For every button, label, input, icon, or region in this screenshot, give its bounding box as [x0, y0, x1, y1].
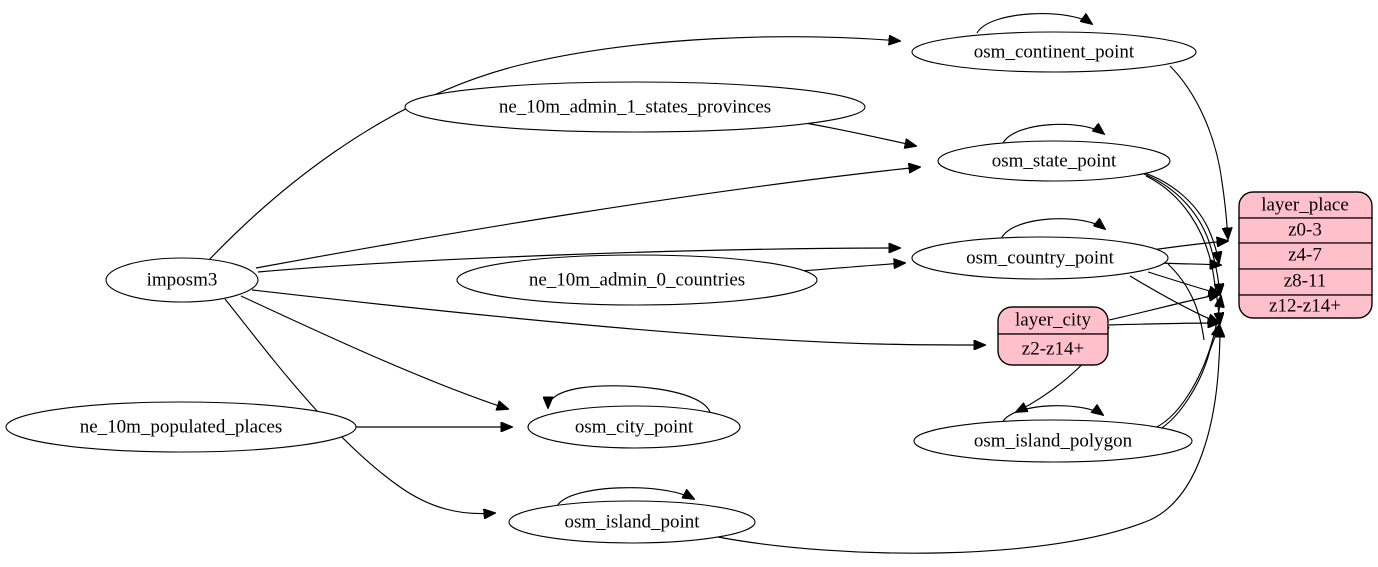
node-label-ne-10m-populated-places: ne_10m_populated_places: [80, 416, 283, 437]
node-ne-10m-admin-1-states-provinces[interactable]: ne_10m_admin_1_states_provinces: [404, 81, 866, 133]
layer-place-row-z0-3-cell[interactable]: [1238, 217, 1373, 244]
layer-place-header-label: layer_place: [1261, 194, 1349, 215]
edge-layer: [207, 13, 1228, 554]
node-label-osm-country-point: osm_country_point: [966, 247, 1114, 268]
edge-osm-country-point-strand-down: [1167, 263, 1205, 341]
edge-osm-continent-point-to-layer-place-z0-3: [1169, 65, 1228, 239]
edge-osm-state-point-to-layer-place-z4-7: [1141, 171, 1219, 263]
node-osm-state-point[interactable]: osm_state_point: [937, 140, 1171, 182]
edge-imposm3-to-osm-country-point: [257, 248, 900, 273]
record-node-layer-place[interactable]: layer_place z0-3 z4-7 z8-11 z12-z14+: [1238, 191, 1373, 319]
layer-place-row-z8-11-label: z8-11: [1284, 270, 1327, 291]
edge-layer-city-to-layer-place-z8-11: [1108, 294, 1220, 321]
edge-imposm3-to-osm-state-point: [255, 167, 920, 269]
edge-imposm3-to-layer-city: [251, 289, 985, 345]
node-label-imposm3: imposm3: [147, 269, 218, 290]
layer-city-outline: [997, 306, 1109, 366]
node-label-osm-state-point: osm_state_point: [992, 150, 1117, 171]
edge-osm-country-point-self-loop: [1000, 219, 1105, 240]
node-imposm3[interactable]: imposm3: [105, 257, 259, 303]
node-label-ne-10m-admin-0-countries: ne_10m_admin_0_countries: [529, 269, 745, 290]
edge-osm-country-point-to-layer-place-z0-3: [1151, 241, 1228, 251]
edge-osm-island-polygon-self-loop: [1001, 406, 1103, 424]
node-label-ne-10m-admin-1-states-provinces: ne_10m_admin_1_states_provinces: [499, 96, 771, 117]
record-node-layer-city[interactable]: layer_city z2-z14+: [997, 306, 1109, 366]
edge-osm-country-point-to-layer-place-z12-z14: [1129, 275, 1219, 323]
node-ne-10m-admin-0-countries[interactable]: ne_10m_admin_0_countries: [456, 254, 818, 306]
edge-osm-city-point-self-loop: [548, 385, 711, 413]
node-ne-10m-populated-places[interactable]: ne_10m_populated_places: [5, 401, 357, 453]
edge-layer-city-to-layer-place-z12-z14: [1108, 323, 1219, 325]
node-label-osm-city-point: osm_city_point: [575, 416, 694, 437]
edge-osm-state-point-self-loop: [1002, 124, 1104, 144]
node-osm-island-point[interactable]: osm_island_point: [508, 500, 756, 544]
layer-place-row-z0-3-label: z0-3: [1288, 219, 1322, 240]
layer-place-row-z12-z14-label: z12-z14+: [1269, 295, 1341, 316]
node-label-osm-continent-point: osm_continent_point: [974, 41, 1135, 62]
edge-osm-continent-point-self-loop: [976, 13, 1092, 34]
node-layer: imposm3 ne_10m_populated_places ne_10m_a…: [5, 31, 1197, 544]
layer-place-row-z4-7-label: z4-7: [1288, 244, 1322, 265]
node-osm-island-polygon[interactable]: osm_island_polygon: [913, 419, 1193, 463]
layer-city-header-label: layer_city: [1015, 309, 1091, 330]
node-osm-country-point[interactable]: osm_country_point: [911, 236, 1169, 280]
node-label-osm-island-point: osm_island_point: [564, 511, 700, 532]
node-label-osm-island-polygon: osm_island_polygon: [974, 430, 1133, 451]
edge-osm-island-point-self-loop: [556, 487, 694, 507]
edge-imposm3-to-osm-city-point: [240, 295, 508, 409]
node-osm-continent-point[interactable]: osm_continent_point: [911, 31, 1197, 73]
edge-osm-island-point-to-layer-place-z12-z14: [717, 326, 1220, 554]
node-osm-city-point[interactable]: osm_city_point: [527, 405, 741, 449]
layer-place-outline: [1238, 191, 1373, 319]
edge-osm-state-point-to-layer-place-z8-11: [1143, 173, 1220, 295]
layer-city-row-z2-z14-label: z2-z14+: [1022, 338, 1084, 359]
edge-osm-island-polygon-to-layer-place-z8-11: [1154, 296, 1221, 429]
edge-osm-country-point-to-layer-place-z4-7: [1159, 263, 1221, 265]
edge-osm-island-polygon-to-layer-place-z12-z14: [1156, 325, 1219, 432]
edge-imposm3-to-osm-island-point: [224, 298, 495, 514]
edge-ne-admin1-to-osm-state-point: [804, 122, 916, 146]
edge-ne-admin0-to-osm-country-point: [799, 263, 905, 272]
edge-imposm3-to-osm-continent-point: [207, 37, 900, 262]
